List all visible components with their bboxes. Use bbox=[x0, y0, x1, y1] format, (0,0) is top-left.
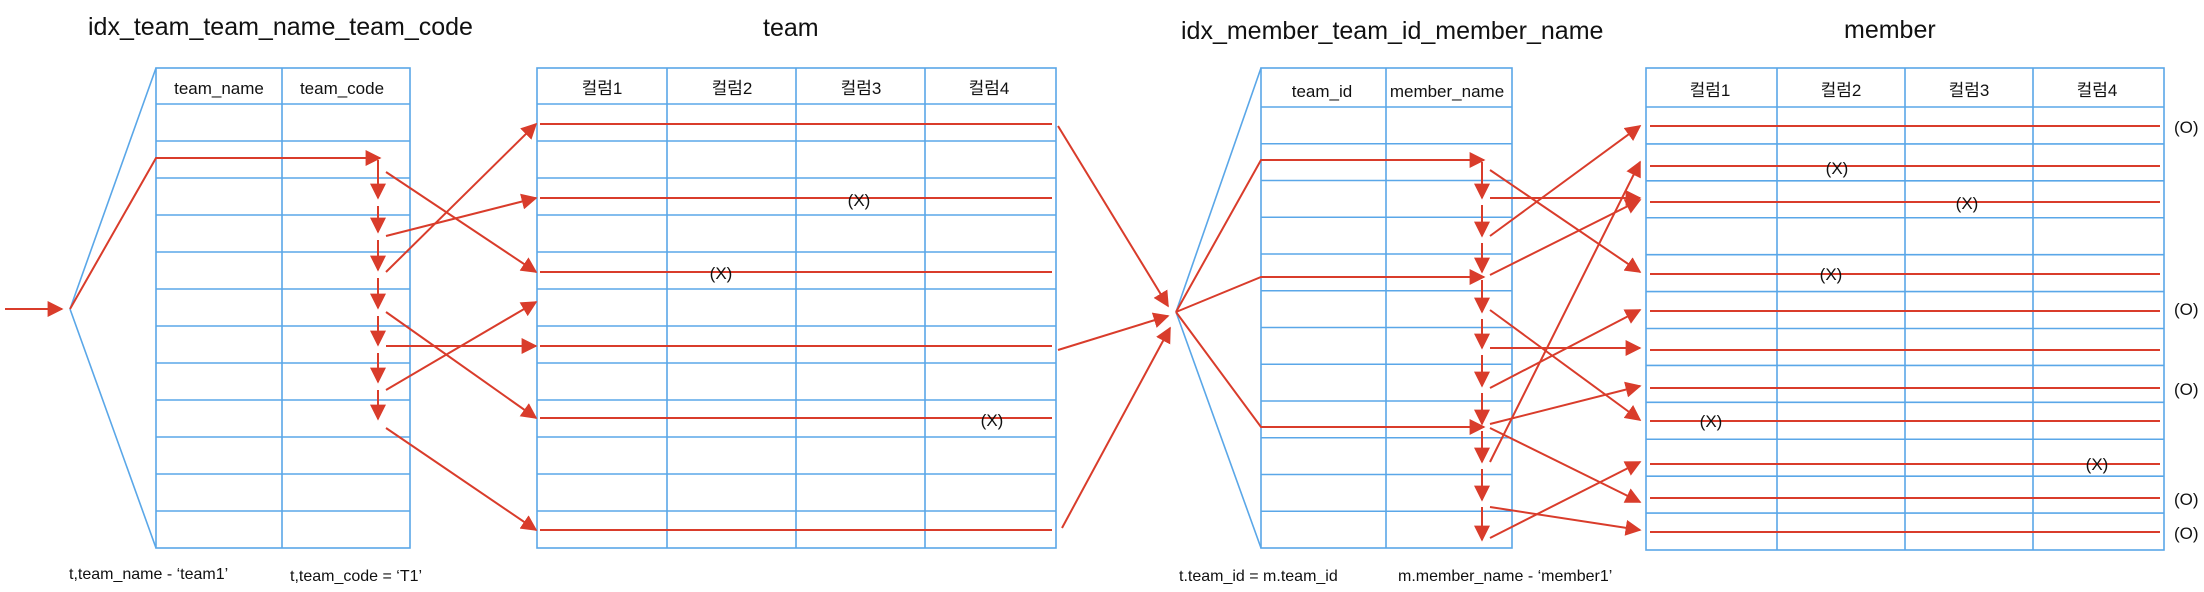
lookup-arrow bbox=[385, 171, 538, 273]
table1-col-2: 컬럼2 bbox=[712, 79, 753, 98]
table1-col-4: 컬럼4 bbox=[969, 79, 1010, 98]
table2-row-lines bbox=[1650, 125, 2160, 533]
index2-seek-arrow bbox=[1175, 311, 1486, 435]
table2-col-3: 컬럼3 bbox=[1949, 81, 1990, 100]
member-row-match-mark: (O) bbox=[2174, 380, 2199, 399]
index2-seek-arrow bbox=[1175, 269, 1486, 313]
index2-caption-team-id: t.team_id = m.team_id bbox=[1179, 568, 1338, 585]
index1-caption-team-code: t,team_code = ‘T1’ bbox=[290, 568, 422, 585]
table2-access-arrows bbox=[1489, 125, 1642, 539]
index2-traversal-arrows bbox=[1175, 152, 1490, 542]
join-arrow bbox=[1057, 312, 1170, 351]
lookup-arrow bbox=[1489, 427, 1642, 503]
member-row-match-mark: (O) bbox=[2174, 490, 2199, 509]
member-row-filtered-mark: (X) bbox=[1826, 159, 1849, 178]
member-row-filtered-mark: (X) bbox=[1820, 265, 1843, 284]
member-row-filtered-mark: (X) bbox=[2086, 455, 2109, 474]
table2-col-1: 컬럼1 bbox=[1690, 81, 1731, 100]
index2-caption-member-name: m.member_name - ‘member1’ bbox=[1398, 568, 1612, 585]
lookup-arrow bbox=[1489, 381, 1642, 425]
member-row-filtered-mark: (X) bbox=[1956, 194, 1979, 213]
index2-fan-lines bbox=[1175, 67, 1262, 549]
lookup-arrow bbox=[385, 122, 538, 273]
join-arrow bbox=[1061, 326, 1171, 529]
member-row-filtered-mark: (X) bbox=[1700, 412, 1723, 431]
lookup-arrow bbox=[385, 311, 538, 419]
table1-title: team bbox=[763, 14, 819, 42]
lookup-arrow bbox=[1489, 461, 1642, 539]
table2-title: member bbox=[1844, 16, 1936, 44]
lookup-arrow bbox=[1489, 309, 1642, 389]
index2-grid bbox=[1260, 67, 1513, 549]
index1-fan-lines bbox=[69, 67, 157, 549]
index1-caption-team-name: t,team_name - ‘team1’ bbox=[69, 566, 228, 583]
member-row-match-mark: (O) bbox=[2174, 118, 2199, 137]
team-row-filtered-mark: (X) bbox=[981, 411, 1004, 430]
join-arrow bbox=[1057, 125, 1169, 308]
index2-col-member-name: member_name bbox=[1390, 82, 1504, 101]
index1-title: idx_team_team_name_team_code bbox=[88, 13, 473, 41]
table1-col-1: 컬럼1 bbox=[582, 79, 623, 98]
table1-col-3: 컬럼3 bbox=[841, 79, 882, 98]
table2-col-4: 컬럼4 bbox=[2077, 81, 2118, 100]
index1-col-team-name: team_name bbox=[174, 79, 264, 98]
index1-seek-arrow bbox=[69, 150, 382, 310]
lookup-arrow bbox=[1489, 506, 1642, 536]
index2-col-team-id: team_id bbox=[1292, 82, 1352, 101]
index1-frame bbox=[155, 67, 411, 549]
index2-seek-arrow bbox=[1175, 152, 1486, 313]
lookup-arrow bbox=[1489, 160, 1641, 463]
lookup-arrow bbox=[385, 427, 538, 531]
index1-grid bbox=[155, 67, 411, 549]
table2-grid bbox=[1645, 67, 2165, 551]
lookup-arrow bbox=[1489, 169, 1642, 273]
lookup-arrow bbox=[385, 301, 538, 391]
join-arrows bbox=[1057, 125, 1171, 529]
table1-access-arrows bbox=[385, 122, 538, 531]
lookup-arrow bbox=[1489, 309, 1642, 421]
lookup-arrow bbox=[1489, 125, 1642, 237]
member-row-match-mark: (O) bbox=[2174, 300, 2199, 319]
index1-traversal-arrows bbox=[5, 150, 386, 421]
lookup-arrow bbox=[385, 193, 538, 237]
index1-col-team-code: team_code bbox=[300, 79, 384, 98]
table2-col-2: 컬럼2 bbox=[1821, 81, 1862, 100]
table1-grid bbox=[536, 67, 1057, 549]
team-row-filtered-mark: (X) bbox=[710, 264, 733, 283]
team-row-filtered-mark: (X) bbox=[848, 191, 871, 210]
member-row-match-mark: (O) bbox=[2174, 524, 2199, 543]
table1-row-lines bbox=[540, 123, 1052, 531]
index2-title: idx_member_team_id_member_name bbox=[1181, 17, 1603, 45]
